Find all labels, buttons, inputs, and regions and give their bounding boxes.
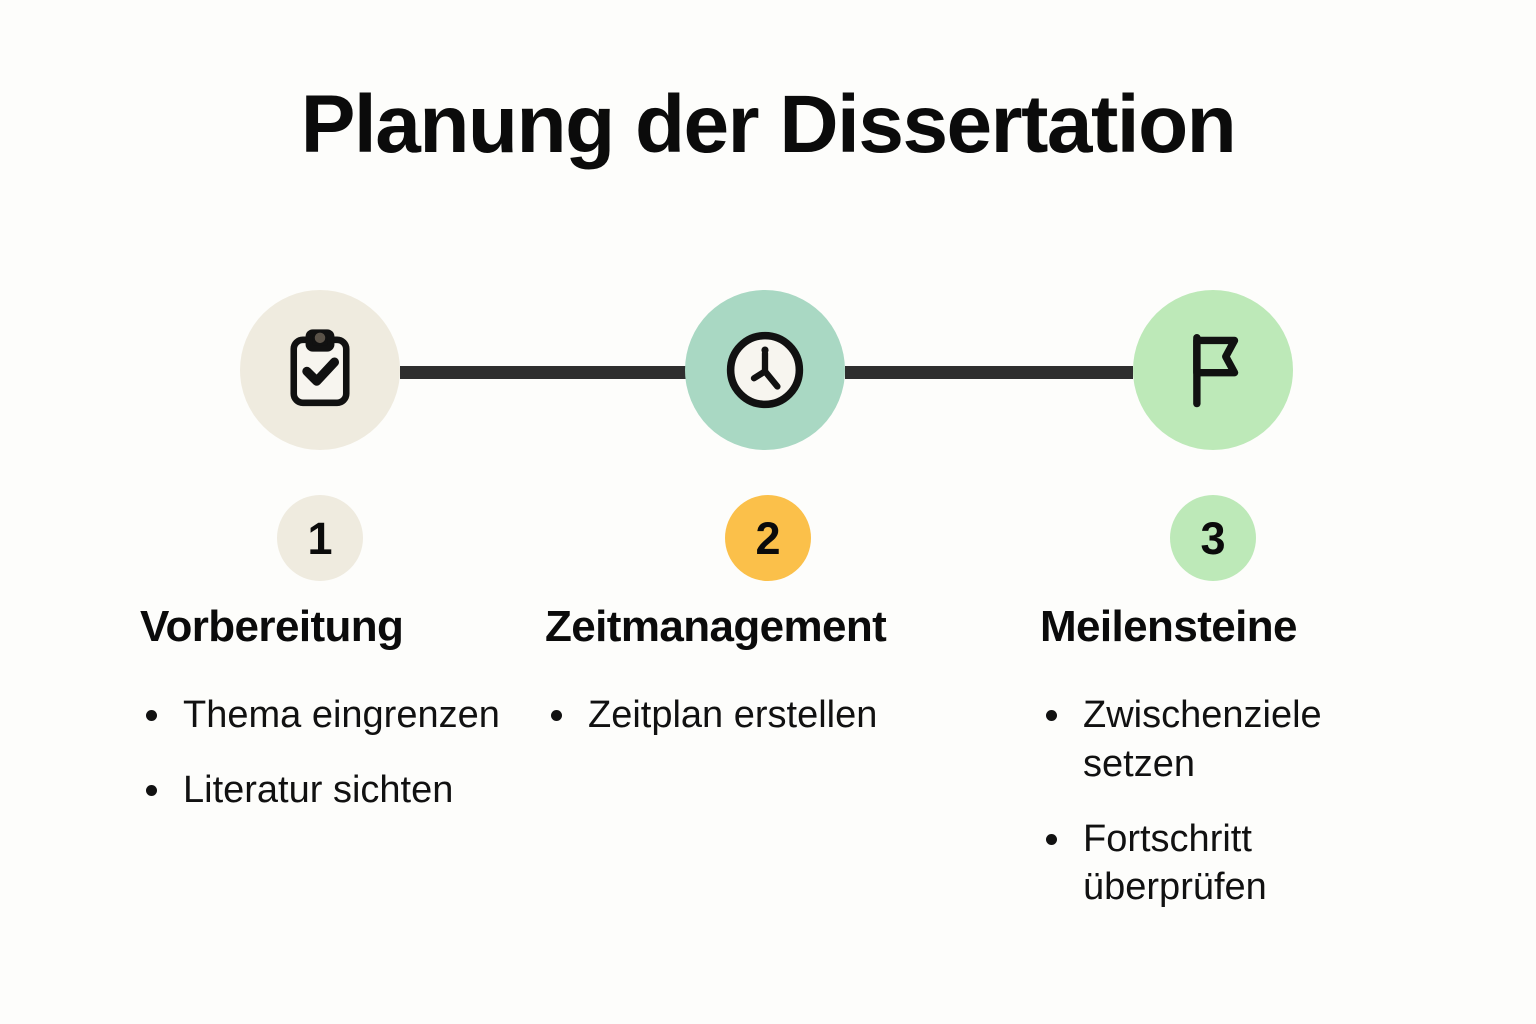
connector-line-1-2 — [400, 366, 686, 379]
list-item: Zwischenziele setzen — [1040, 691, 1440, 788]
step-3-icon-circle[interactable] — [1133, 290, 1293, 450]
bullet-dot-icon — [551, 710, 562, 722]
list-item: Literatur sichten — [140, 766, 520, 815]
step-3-column: Meilensteine Zwischenziele setzen Fortsc… — [1040, 602, 1440, 912]
step-3-number: 3 — [1200, 512, 1226, 564]
list-item-text: Fortschritt überprüfen — [1083, 817, 1267, 909]
step-1-column: Vorbereitung Thema eingrenzen Literatur … — [140, 602, 520, 815]
step-details-row: Vorbereitung Thema eingrenzen Literatur … — [0, 602, 1536, 1003]
list-item: Thema eingrenzen — [140, 691, 520, 740]
step-3-number-badge: 3 — [1170, 495, 1256, 581]
step-3-bullet-list: Zwischenziele setzen Fortschritt überprü… — [1040, 691, 1440, 912]
step-1-heading: Vorbereitung — [140, 602, 404, 651]
step-2-icon-circle[interactable] — [685, 290, 845, 450]
step-1-number-badge: 1 — [277, 495, 363, 581]
list-item-text: Thema eingrenzen — [183, 694, 500, 737]
step-1-number: 1 — [307, 512, 333, 564]
step-2-heading: Zeitmanagement — [545, 602, 887, 651]
timeline-row — [0, 290, 1536, 454]
list-item-text: Literatur sichten — [183, 769, 454, 812]
page-title: Planung der Dissertation — [300, 79, 1237, 170]
bullet-dot-icon — [1046, 833, 1057, 845]
step-number-row: 1 2 3 — [0, 495, 1536, 583]
step-2-number: 2 — [755, 512, 781, 564]
step-2-number-badge: 2 — [725, 495, 811, 581]
step-1-icon-circle[interactable] — [240, 290, 400, 450]
connector-line-2-3 — [845, 366, 1133, 379]
flag-icon — [1170, 327, 1256, 413]
step-3-heading: Meilensteine — [1040, 602, 1297, 651]
bullet-dot-icon — [146, 785, 157, 797]
clock-icon — [721, 326, 809, 414]
step-2-column: Zeitmanagement Zeitplan erstellen — [545, 602, 995, 740]
step-2-bullet-list: Zeitplan erstellen — [545, 691, 995, 740]
list-item-text: Zeitplan erstellen — [588, 694, 878, 737]
list-item: Fortschritt überprüfen — [1040, 815, 1440, 912]
clipboard-check-icon — [278, 328, 362, 412]
bullet-dot-icon — [1046, 710, 1057, 722]
list-item: Zeitplan erstellen — [545, 691, 995, 740]
list-item-text: Zwischenziele setzen — [1083, 694, 1322, 786]
bullet-dot-icon — [146, 710, 157, 722]
step-1-bullet-list: Thema eingrenzen Literatur sichten — [140, 691, 520, 814]
